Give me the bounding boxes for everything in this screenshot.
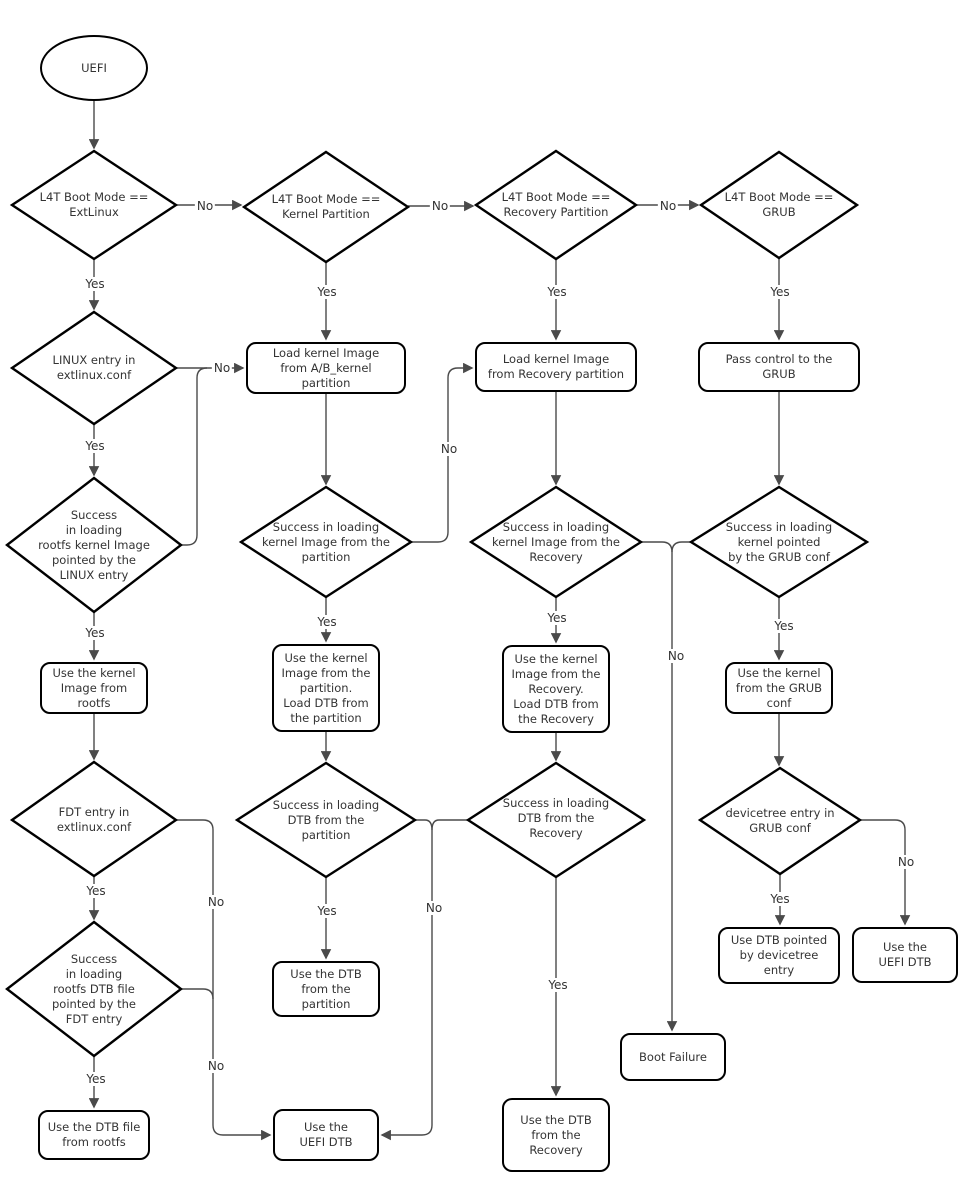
process-load-kernel-ab: Load kernel Image from A/B_kernel partit… xyxy=(246,342,406,394)
edge-label-no: No xyxy=(429,199,451,213)
process-label: Load kernel Image from A/B_kernel partit… xyxy=(272,345,380,390)
start-node-uefi: UEFI xyxy=(40,35,148,101)
edge-label-yes: Yes xyxy=(83,626,107,640)
diamond-success-rootfs-dtb xyxy=(5,920,183,1058)
diamond-success-dtb-recovery xyxy=(465,761,647,879)
edge-label-no: No xyxy=(205,1059,227,1073)
edge-label-no: No xyxy=(423,901,445,915)
edge-label-no: No xyxy=(438,442,460,456)
diamond-linux-entry xyxy=(9,310,179,426)
diamond-mode-extlinux xyxy=(9,149,179,261)
process-use-dtb-file-rootfs: Use the DTB file from rootfs xyxy=(38,1110,150,1160)
edge-label-yes: Yes xyxy=(772,619,796,633)
edge-label-no: No xyxy=(895,855,917,869)
process-pass-control-grub: Pass control to the GRUB xyxy=(698,342,860,392)
edge-label-no: No xyxy=(657,199,679,213)
diamond-mode-grub xyxy=(698,150,860,260)
edge-label-no: No xyxy=(665,649,687,663)
edge-label-no: No xyxy=(211,361,233,375)
process-label: Use the UEFI DTB xyxy=(878,940,932,969)
edge-successdtbrecovery-no-merge xyxy=(431,819,468,831)
process-use-uefi-dtb-right: Use the UEFI DTB xyxy=(852,927,958,983)
edge-successkernelrecovery-no-bootfailure xyxy=(641,541,678,1032)
edge-label-yes: Yes xyxy=(315,615,339,629)
diamond-success-dtb-partition xyxy=(234,761,418,879)
process-use-uefi-dtb-center: Use the UEFI DTB xyxy=(273,1109,379,1161)
process-use-kernel-recovery: Use the kernel Image from the Recovery. … xyxy=(502,645,610,733)
diamond-mode-recovery-partition xyxy=(473,149,639,261)
process-use-dtb-recovery: Use the DTB from the Recovery xyxy=(502,1098,610,1172)
start-node-label: UEFI xyxy=(81,60,107,75)
edge-label-yes: Yes xyxy=(315,904,339,918)
process-label: Boot Failure xyxy=(639,1049,707,1064)
process-use-dtb-devicetree: Use DTB pointed by devicetree entry xyxy=(718,927,840,984)
edge-label-yes: Yes xyxy=(768,892,792,906)
edge-successrootfsdtb-no-merge xyxy=(181,988,214,1000)
diamond-mode-kernel-partition xyxy=(241,150,411,264)
diamond-devicetree-entry xyxy=(697,766,863,876)
diamond-success-rootfs-kernel xyxy=(5,476,183,614)
edge-label-yes: Yes xyxy=(545,611,569,625)
edge-label-yes: Yes xyxy=(768,285,792,299)
process-label: Use the UEFI DTB xyxy=(299,1120,353,1149)
process-label: Use the DTB file from rootfs xyxy=(47,1120,141,1149)
edge-devicetreeentry-no xyxy=(860,819,911,926)
process-use-dtb-partition: Use the DTB from the partition xyxy=(272,961,380,1017)
edge-label-yes: Yes xyxy=(315,285,339,299)
process-load-kernel-recovery: Load kernel Image from Recovery partitio… xyxy=(475,342,637,392)
edge-label-yes: Yes xyxy=(84,884,108,898)
edge-label-yes: Yes xyxy=(546,978,570,992)
edge-label-yes: Yes xyxy=(83,277,107,291)
process-use-kernel-rootfs: Use the kernel Image from rootfs xyxy=(40,662,148,714)
process-label: Load kernel Image from Recovery partitio… xyxy=(487,352,625,381)
process-label: Use the DTB from the Recovery xyxy=(520,1112,592,1157)
edge-label-yes: Yes xyxy=(84,1072,108,1086)
process-label: Use the kernel from the GRUB conf xyxy=(735,665,823,710)
process-label: Use the kernel Image from the partition.… xyxy=(281,650,371,725)
diamond-fdt-entry xyxy=(9,760,179,878)
edge-label-no: No xyxy=(194,199,216,213)
edge-fdtentry-no xyxy=(176,819,272,1141)
process-use-kernel-grub: Use the kernel from the GRUB conf xyxy=(725,662,833,714)
process-label: Use the kernel Image from rootfs xyxy=(52,665,136,710)
process-boot-failure: Boot Failure xyxy=(620,1033,726,1081)
edge-label-no: No xyxy=(205,895,227,909)
process-label: Use the DTB from the partition xyxy=(290,966,362,1011)
process-use-kernel-partition: Use the kernel Image from the partition.… xyxy=(272,644,380,732)
edge-successkernelgrub-no-merge xyxy=(671,541,691,553)
process-label: Use the kernel Image from the Recovery. … xyxy=(511,651,601,726)
edge-successrootfskernel-no-merge xyxy=(181,367,208,546)
diamond-success-kernel-grub xyxy=(688,485,870,599)
diamond-success-kernel-recovery xyxy=(468,485,644,599)
diamond-success-kernel-partition xyxy=(238,485,414,599)
process-label: Pass control to the GRUB xyxy=(725,352,833,381)
edge-successdtbpartition-no xyxy=(380,819,433,1141)
process-label: Use DTB pointed by devicetree entry xyxy=(730,933,828,977)
edge-label-yes: Yes xyxy=(83,439,107,453)
edge-label-yes: Yes xyxy=(545,285,569,299)
